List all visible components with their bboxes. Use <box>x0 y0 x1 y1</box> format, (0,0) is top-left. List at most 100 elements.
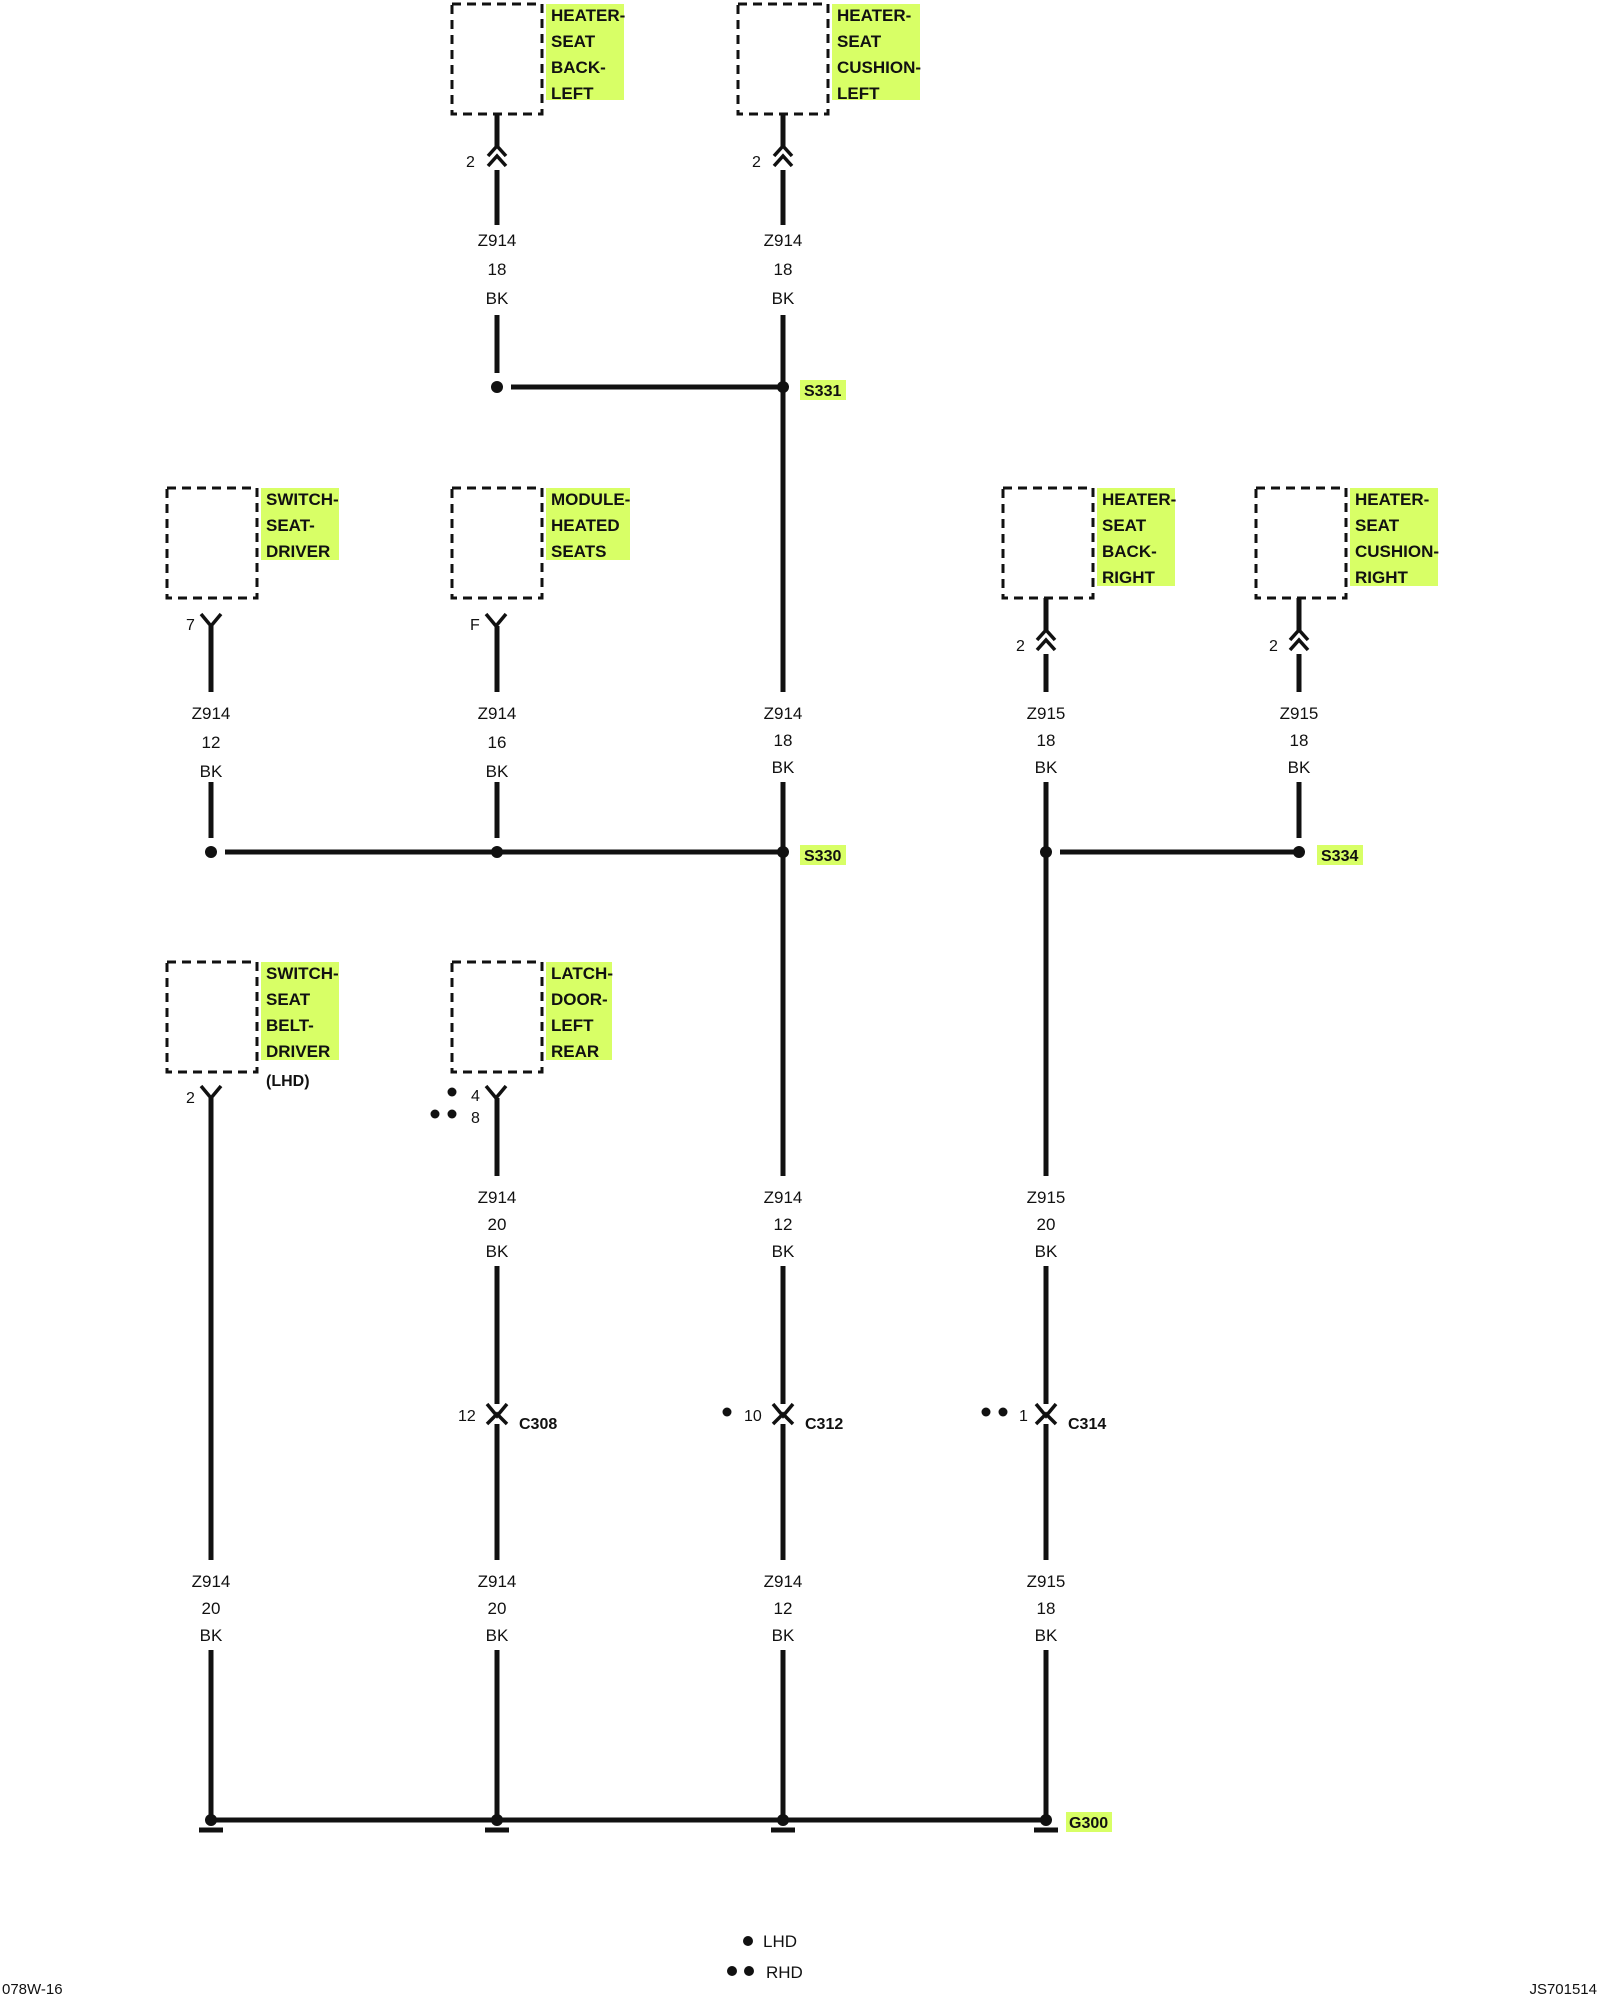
svg-text:SEATS: SEATS <box>551 542 606 561</box>
svg-text:20: 20 <box>1037 1215 1056 1234</box>
svg-text:BK: BK <box>486 1242 509 1261</box>
svg-text:2: 2 <box>186 1090 195 1107</box>
svg-text:2: 2 <box>466 154 475 171</box>
svg-text:HEATED: HEATED <box>551 516 620 535</box>
svg-text:S330: S330 <box>804 848 841 865</box>
inline-connector-c312: 10 C312 <box>722 1402 843 1433</box>
legend: LHD RHD <box>727 1932 803 1982</box>
connector-cushion-left: 2 <box>752 114 794 171</box>
svg-text:Z914: Z914 <box>192 1572 231 1591</box>
wire-label-w1: Z914 18 BK <box>478 231 517 308</box>
svg-text:BELT-: BELT- <box>266 1016 314 1035</box>
connector-module-heated-seats: F <box>470 612 508 634</box>
svg-text:SWITCH-: SWITCH- <box>266 964 339 983</box>
svg-text:Z914: Z914 <box>478 1188 517 1207</box>
svg-text:BK: BK <box>772 758 795 777</box>
inline-connector-c308: 12 C308 <box>458 1402 557 1433</box>
svg-text:LEFT: LEFT <box>837 84 880 103</box>
svg-text:RHD: RHD <box>766 1963 803 1982</box>
svg-text:C312: C312 <box>805 1416 843 1433</box>
svg-text:20: 20 <box>488 1215 507 1234</box>
svg-text:CUSHION-: CUSHION- <box>837 58 921 77</box>
wire-label-w10: Z915 20 BK <box>1027 1188 1066 1261</box>
svg-text:CUSHION-: CUSHION- <box>1355 542 1439 561</box>
svg-text:SWITCH-: SWITCH- <box>266 490 339 509</box>
component-switch-seat-belt-driver: SWITCH- SEAT BELT- DRIVER (LHD) <box>165 960 339 1090</box>
svg-text:BK: BK <box>486 762 509 781</box>
svg-text:8: 8 <box>471 1110 480 1127</box>
component-switch-seat-driver: SWITCH- SEAT- DRIVER <box>165 486 339 600</box>
svg-text:Z914: Z914 <box>192 704 231 723</box>
svg-text:SEAT-: SEAT- <box>266 516 315 535</box>
svg-text:BACK-: BACK- <box>1102 542 1157 561</box>
legend-double-dot-b <box>744 1966 754 1976</box>
splice-s330: S330 <box>205 845 846 865</box>
svg-text:F: F <box>470 617 480 634</box>
splice-s331: S331 <box>491 380 846 400</box>
svg-text:18: 18 <box>1037 731 1056 750</box>
svg-text:SEAT: SEAT <box>1355 516 1400 535</box>
svg-text:2: 2 <box>1269 638 1278 655</box>
wire-label-w2: Z914 18 BK <box>764 231 803 308</box>
svg-text:S331: S331 <box>804 383 841 400</box>
component-module-heated-seats: MODULE- HEATED SEATS <box>450 486 630 600</box>
svg-text:Z915: Z915 <box>1027 1188 1066 1207</box>
svg-text:Z915: Z915 <box>1280 704 1319 723</box>
svg-text:LEFT: LEFT <box>551 84 594 103</box>
svg-text:18: 18 <box>1290 731 1309 750</box>
svg-text:4: 4 <box>471 1088 480 1105</box>
svg-text:C314: C314 <box>1068 1416 1106 1433</box>
svg-text:SEAT: SEAT <box>837 32 882 51</box>
svg-text:Z914: Z914 <box>764 704 803 723</box>
connector-switch-seat-driver: 7 <box>186 612 223 634</box>
svg-text:Z914: Z914 <box>764 1572 803 1591</box>
legend-double-dot-a <box>727 1966 737 1976</box>
svg-text:18: 18 <box>488 260 507 279</box>
svg-text:HEATER-: HEATER- <box>837 6 911 25</box>
wire-label-w6: Z915 18 BK <box>1027 704 1066 777</box>
svg-text:RIGHT: RIGHT <box>1102 568 1156 587</box>
svg-text:BK: BK <box>200 762 223 781</box>
svg-text:18: 18 <box>1037 1599 1056 1618</box>
svg-text:20: 20 <box>488 1599 507 1618</box>
svg-text:HEATER-: HEATER- <box>1102 490 1176 509</box>
svg-text:12: 12 <box>458 1408 476 1425</box>
svg-text:10: 10 <box>744 1408 762 1425</box>
svg-text:BK: BK <box>1288 758 1311 777</box>
wire-label-w3: Z914 12 BK <box>192 704 231 781</box>
connector-seat-belt-switch: 2 <box>186 1084 223 1107</box>
svg-text:BK: BK <box>772 289 795 308</box>
svg-text:RIGHT: RIGHT <box>1355 568 1409 587</box>
svg-text:2: 2 <box>1016 638 1025 655</box>
svg-text:2: 2 <box>752 154 761 171</box>
svg-text:S334: S334 <box>1321 848 1358 865</box>
svg-text:G300: G300 <box>1069 1815 1108 1832</box>
svg-text:Z914: Z914 <box>478 1572 517 1591</box>
svg-text:LEFT: LEFT <box>551 1016 594 1035</box>
svg-text:12: 12 <box>774 1599 793 1618</box>
svg-text:LHD: LHD <box>763 1932 797 1951</box>
svg-text:12: 12 <box>202 733 221 752</box>
splice-s334: S334 <box>1040 845 1363 865</box>
svg-text:7: 7 <box>186 617 195 634</box>
wire-label-w5: Z914 18 BK <box>764 704 803 777</box>
svg-text:BK: BK <box>1035 758 1058 777</box>
wire-label-w4: Z914 16 BK <box>478 704 517 781</box>
svg-text:Z914: Z914 <box>764 1188 803 1207</box>
connector-back-right: 2 <box>1016 598 1057 655</box>
svg-text:1: 1 <box>1019 1408 1028 1425</box>
component-heater-seat-back-left: HEATER- SEAT BACK- LEFT <box>450 2 625 116</box>
svg-text:HEATER-: HEATER- <box>1355 490 1429 509</box>
svg-text:BK: BK <box>200 1626 223 1645</box>
wire-label-w11: Z914 20 BK <box>192 1572 231 1645</box>
svg-text:BK: BK <box>486 1626 509 1645</box>
ground-g300: G300 <box>199 1812 1112 1833</box>
svg-text:BK: BK <box>772 1242 795 1261</box>
svg-text:Z914: Z914 <box>478 231 517 250</box>
svg-text:DRIVER: DRIVER <box>266 1042 330 1061</box>
svg-text:SEAT: SEAT <box>1102 516 1147 535</box>
footer-left-code: 078W-16 <box>2 1981 63 1998</box>
svg-text:12: 12 <box>774 1215 793 1234</box>
svg-text:SEAT: SEAT <box>551 32 596 51</box>
